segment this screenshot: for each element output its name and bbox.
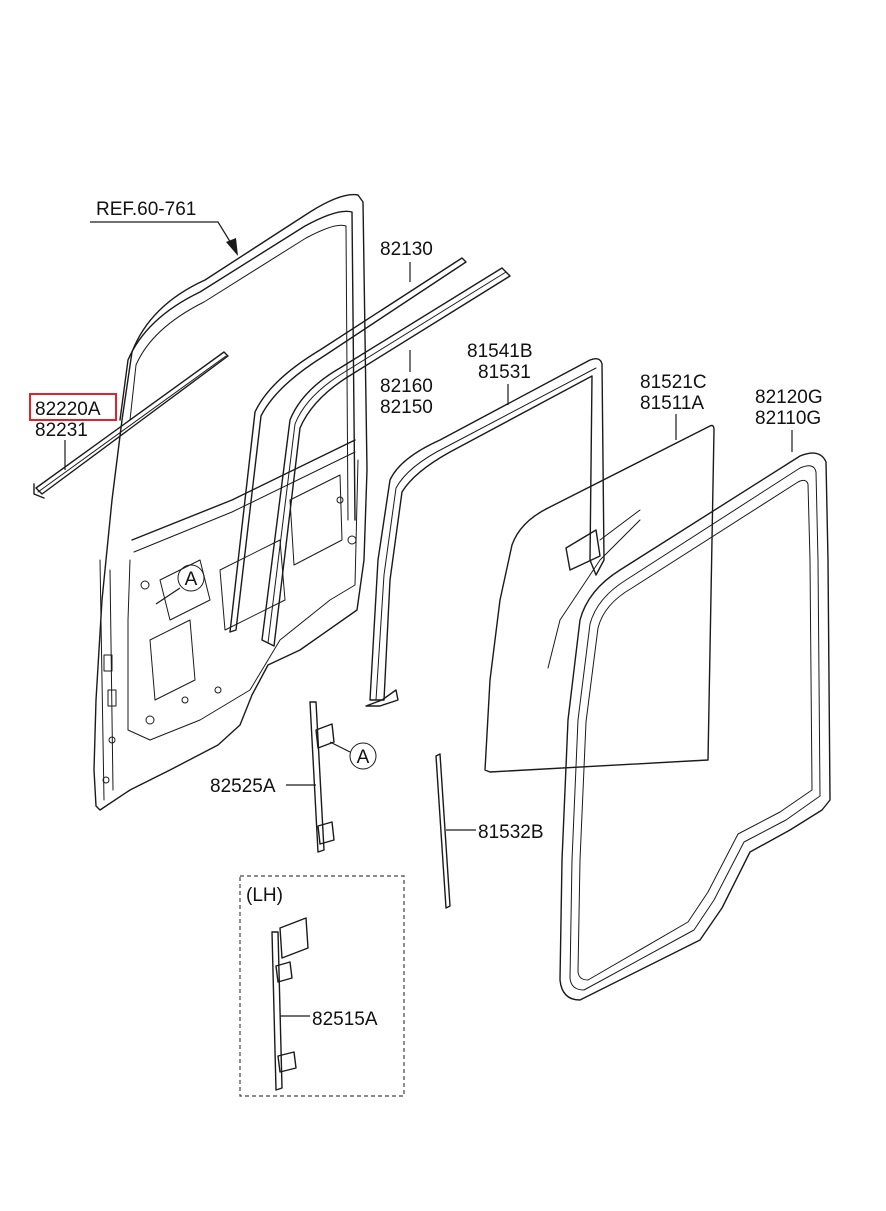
door-glass[interactable] bbox=[484, 424, 715, 773]
part-label-82110G[interactable]: 82110G bbox=[755, 408, 821, 429]
part-label-81532B[interactable]: 81532B bbox=[478, 822, 544, 843]
door-weatherstrip[interactable] bbox=[559, 452, 831, 1001]
reference-leader bbox=[90, 221, 238, 256]
part-label-81521C[interactable]: 81521C bbox=[640, 372, 707, 393]
part-label-82120G[interactable]: 82120G bbox=[755, 387, 823, 408]
detail-marker-a-regulator-label: A bbox=[357, 747, 370, 768]
part-label-81511A[interactable]: 81511A bbox=[640, 393, 704, 414]
detail-marker-a-door-label: A bbox=[185, 569, 198, 590]
belt-weatherstrip-inner[interactable] bbox=[261, 267, 511, 647]
belt-molding-outer[interactable] bbox=[33, 351, 229, 499]
part-label-81531[interactable]: 81531 bbox=[478, 362, 531, 383]
glass-run-channel[interactable] bbox=[365, 357, 605, 707]
belt-weatherstrip-outer[interactable] bbox=[229, 257, 467, 633]
part-label-82130[interactable]: 82130 bbox=[380, 239, 433, 260]
detail-marker-a-regulator[interactable]: A bbox=[329, 741, 377, 770]
reference-label: REF.60-761 bbox=[96, 199, 196, 220]
part-label-81541B[interactable]: 81541B bbox=[467, 341, 533, 362]
lh-group-label: (LH) bbox=[246, 885, 283, 906]
part-label-82150[interactable]: 82150 bbox=[380, 397, 433, 418]
lh-group-box bbox=[239, 875, 405, 1097]
part-label-82515A[interactable]: 82515A bbox=[312, 1009, 378, 1030]
part-label-82231[interactable]: 82231 bbox=[35, 420, 88, 441]
lh-window-regulator[interactable] bbox=[271, 917, 309, 1091]
glass-run-rear[interactable] bbox=[435, 753, 451, 909]
part-highlight-box bbox=[29, 393, 117, 421]
part-label-82160[interactable]: 82160 bbox=[380, 376, 433, 397]
window-regulator[interactable] bbox=[309, 701, 335, 853]
detail-marker-a-door[interactable]: A bbox=[155, 564, 205, 605]
part-label-82525A[interactable]: 82525A bbox=[210, 776, 276, 797]
part-label-82220A[interactable]: 82220A bbox=[35, 399, 101, 420]
door-frame-panel[interactable] bbox=[93, 193, 368, 811]
